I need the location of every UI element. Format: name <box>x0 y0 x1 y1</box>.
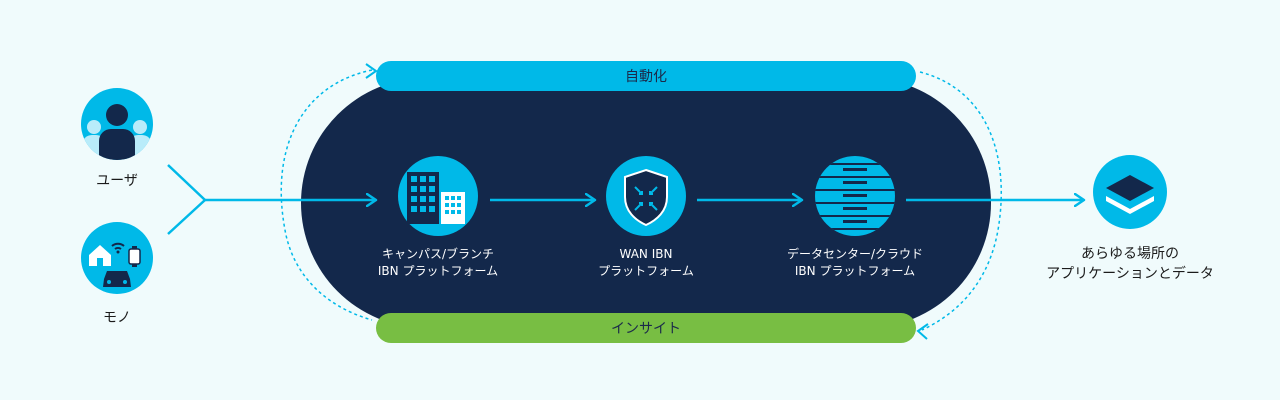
user-icon <box>81 88 153 160</box>
server-icon <box>815 156 895 236</box>
automation-loop-arrow <box>365 63 378 79</box>
insight-loop-right <box>919 71 1002 331</box>
automation-bar: 自動化 <box>376 61 916 91</box>
merge-arrow <box>167 164 207 235</box>
layers-icon <box>1093 155 1167 229</box>
things-label: モノ <box>103 310 131 326</box>
automation-loop-left <box>280 69 373 321</box>
insight-bar: インサイト <box>376 313 916 343</box>
datacenter-cloud-label: データセンター/クラウド IBN プラットフォーム <box>786 247 924 278</box>
insight-loop-arrow <box>916 323 929 340</box>
campus-branch-label: キャンパス/ブランチ IBN プラットフォーム <box>377 247 499 278</box>
insight-label: インサイト <box>611 321 681 337</box>
shield-icon <box>606 156 686 236</box>
wan-label: WAN IBN プラットフォーム <box>598 247 694 278</box>
automation-label: 自動化 <box>625 69 667 85</box>
things-icon <box>81 222 153 294</box>
user-label: ユーザ <box>96 173 138 189</box>
apps-data-label: あらゆる場所の アプリケーションとデータ <box>1046 246 1214 282</box>
building-icon <box>398 156 478 236</box>
